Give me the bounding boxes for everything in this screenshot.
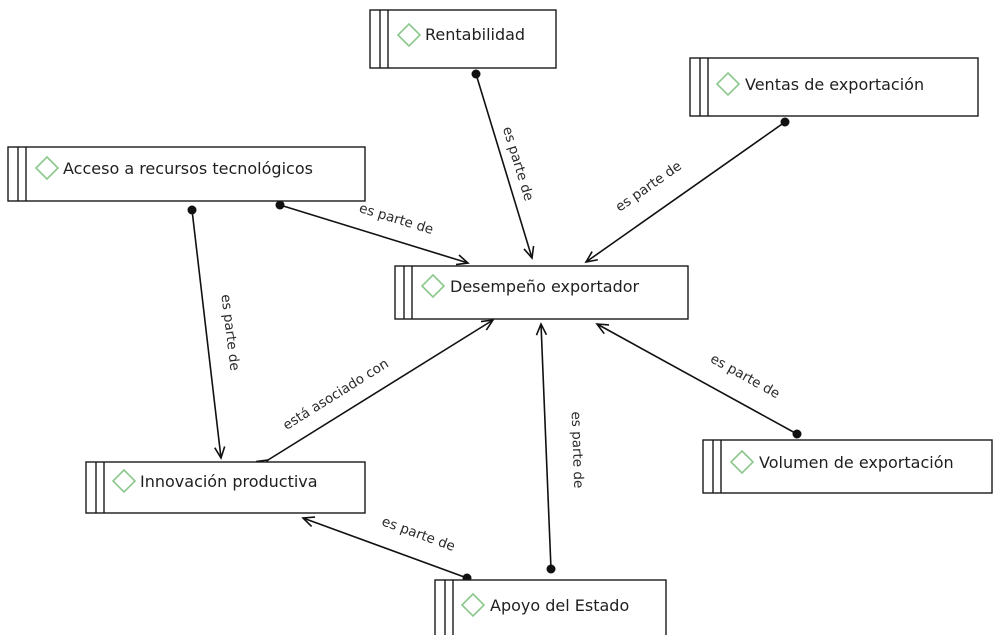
link-label: está asociado con: [280, 356, 392, 434]
link-source-dot: [546, 564, 556, 574]
node-desempeno[interactable]: Desempeño exportador: [394, 265, 689, 320]
node-label: Volumen de exportación: [759, 453, 954, 472]
link-label: es parte de: [380, 514, 458, 555]
link-source-dot: [187, 205, 197, 215]
node-box: [85, 461, 366, 514]
link-ventas-desempeno[interactable]: es parte de: [584, 117, 790, 264]
link-volumen-desempeno[interactable]: es parte de: [595, 323, 802, 439]
diamond-icon: [34, 155, 60, 181]
node-box: [7, 146, 366, 202]
diamond-icon: [111, 468, 137, 494]
link-label: es parte de: [613, 158, 685, 215]
diamond-icon: [715, 71, 741, 97]
link-label: es parte de: [707, 351, 782, 402]
link-line[interactable]: [301, 516, 468, 579]
link-acceso-desempeno[interactable]: es parte de: [275, 200, 470, 266]
link-line[interactable]: [584, 121, 786, 264]
link-line[interactable]: [255, 318, 495, 471]
node-box: [702, 439, 993, 494]
link-innovacion-desempeno[interactable]: está asociado con: [255, 318, 495, 471]
link-acceso-innovacion[interactable]: es parte de: [187, 205, 243, 460]
node-label: Apoyo del Estado: [490, 596, 629, 615]
link-line[interactable]: [191, 209, 226, 460]
node-label: Rentabilidad: [425, 25, 525, 44]
link-label: es parte de: [499, 125, 537, 203]
node-rentabilidad[interactable]: Rentabilidad: [369, 9, 557, 69]
node-label: Desempeño exportador: [450, 277, 640, 296]
node-acceso[interactable]: Acceso a recursos tecnológicos: [7, 146, 366, 202]
diamond-icon: [729, 449, 755, 475]
node-ventas[interactable]: Ventas de exportación: [689, 57, 979, 117]
link-source-dot: [275, 200, 285, 210]
link-line[interactable]: [535, 322, 552, 570]
link-label: es parte de: [217, 293, 242, 371]
node-box: [689, 57, 979, 117]
node-label: Acceso a recursos tecnológicos: [63, 159, 313, 178]
node-label: Innovación productiva: [140, 472, 318, 491]
link-source-dot: [780, 117, 790, 127]
diamond-icon: [460, 592, 486, 618]
diamond-icon: [396, 22, 422, 48]
link-label: es parte de: [568, 411, 587, 488]
node-volumen[interactable]: Volumen de exportación: [702, 439, 993, 494]
link-source-dot: [792, 429, 802, 439]
node-box: [394, 265, 689, 320]
link-line[interactable]: [595, 323, 798, 435]
diamond-icon: [420, 273, 446, 299]
node-label: Ventas de exportación: [745, 75, 924, 94]
node-innovacion[interactable]: Innovación productiva: [85, 461, 366, 514]
link-apoyo-innovacion[interactable]: es parte de: [301, 514, 472, 583]
node-apoyo[interactable]: Apoyo del Estado: [434, 579, 667, 635]
link-rentabilidad-desempeno[interactable]: es parte de: [471, 69, 537, 260]
link-line[interactable]: [475, 73, 535, 260]
link-apoyo-desempeno[interactable]: es parte de: [535, 322, 587, 574]
link-line[interactable]: [279, 204, 470, 266]
link-source-dot: [471, 69, 481, 79]
